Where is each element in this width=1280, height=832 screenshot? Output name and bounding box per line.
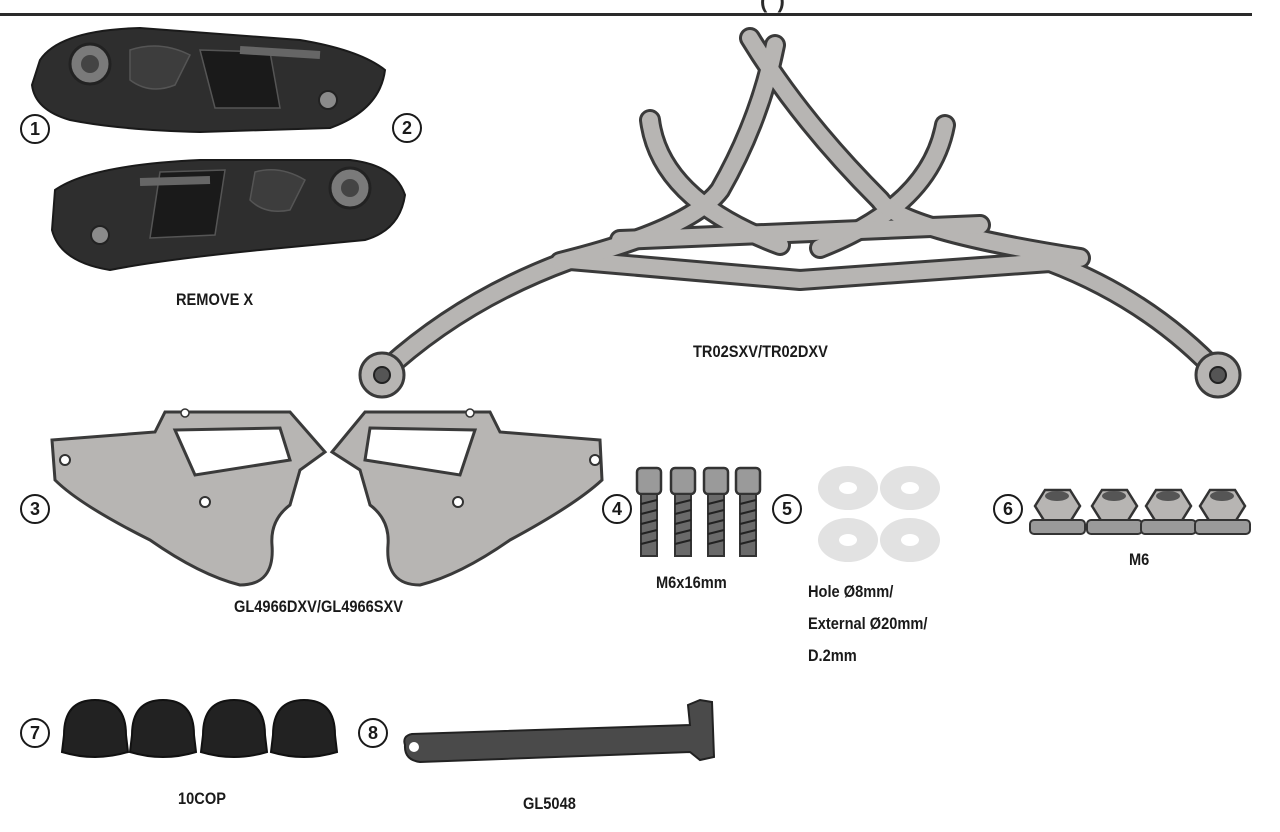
label-washers: Hole Ø8mm/ External Ø20mm/ D.2mm bbox=[808, 576, 927, 672]
label-washers-line-3: D.2mm bbox=[808, 646, 857, 665]
cover-plate-lower bbox=[50, 159, 407, 272]
part-number-4: 4 bbox=[602, 494, 632, 524]
label-washers-line-2: External Ø20mm/ bbox=[808, 614, 928, 633]
part-number-2: 2 bbox=[392, 113, 422, 143]
label-l-key: GL5048 bbox=[523, 794, 576, 813]
label-remove-x: REMOVE X bbox=[176, 290, 254, 309]
caps bbox=[60, 698, 339, 758]
bracket-left bbox=[50, 408, 328, 587]
part-number-6: 6 bbox=[993, 494, 1023, 524]
part-number-3: 3 bbox=[20, 494, 50, 524]
washers bbox=[818, 466, 940, 562]
bracket-right bbox=[329, 408, 604, 587]
l-key-tool bbox=[403, 698, 716, 764]
label-frame: TR02SXV/TR02DXV bbox=[693, 342, 828, 361]
nuts bbox=[1029, 488, 1251, 535]
label-washers-line-1: Hole Ø8mm/ bbox=[808, 582, 894, 601]
tubular-frame bbox=[358, 27, 1242, 399]
bolts bbox=[635, 466, 762, 557]
label-bolts: M6x16mm bbox=[656, 573, 727, 592]
cover-plate-upper bbox=[30, 26, 387, 134]
part-number-8: 8 bbox=[358, 718, 388, 748]
part-number-5: 5 bbox=[772, 494, 802, 524]
header-fragment: ( ) bbox=[760, 0, 787, 13]
part-number-7: 7 bbox=[20, 718, 50, 748]
label-nuts: M6 bbox=[1129, 550, 1150, 569]
label-caps: 10COP bbox=[178, 789, 226, 808]
label-brackets: GL4966DXV/GL4966SXV bbox=[234, 597, 404, 616]
top-divider bbox=[0, 13, 1252, 16]
part-number-1: 1 bbox=[20, 114, 50, 144]
